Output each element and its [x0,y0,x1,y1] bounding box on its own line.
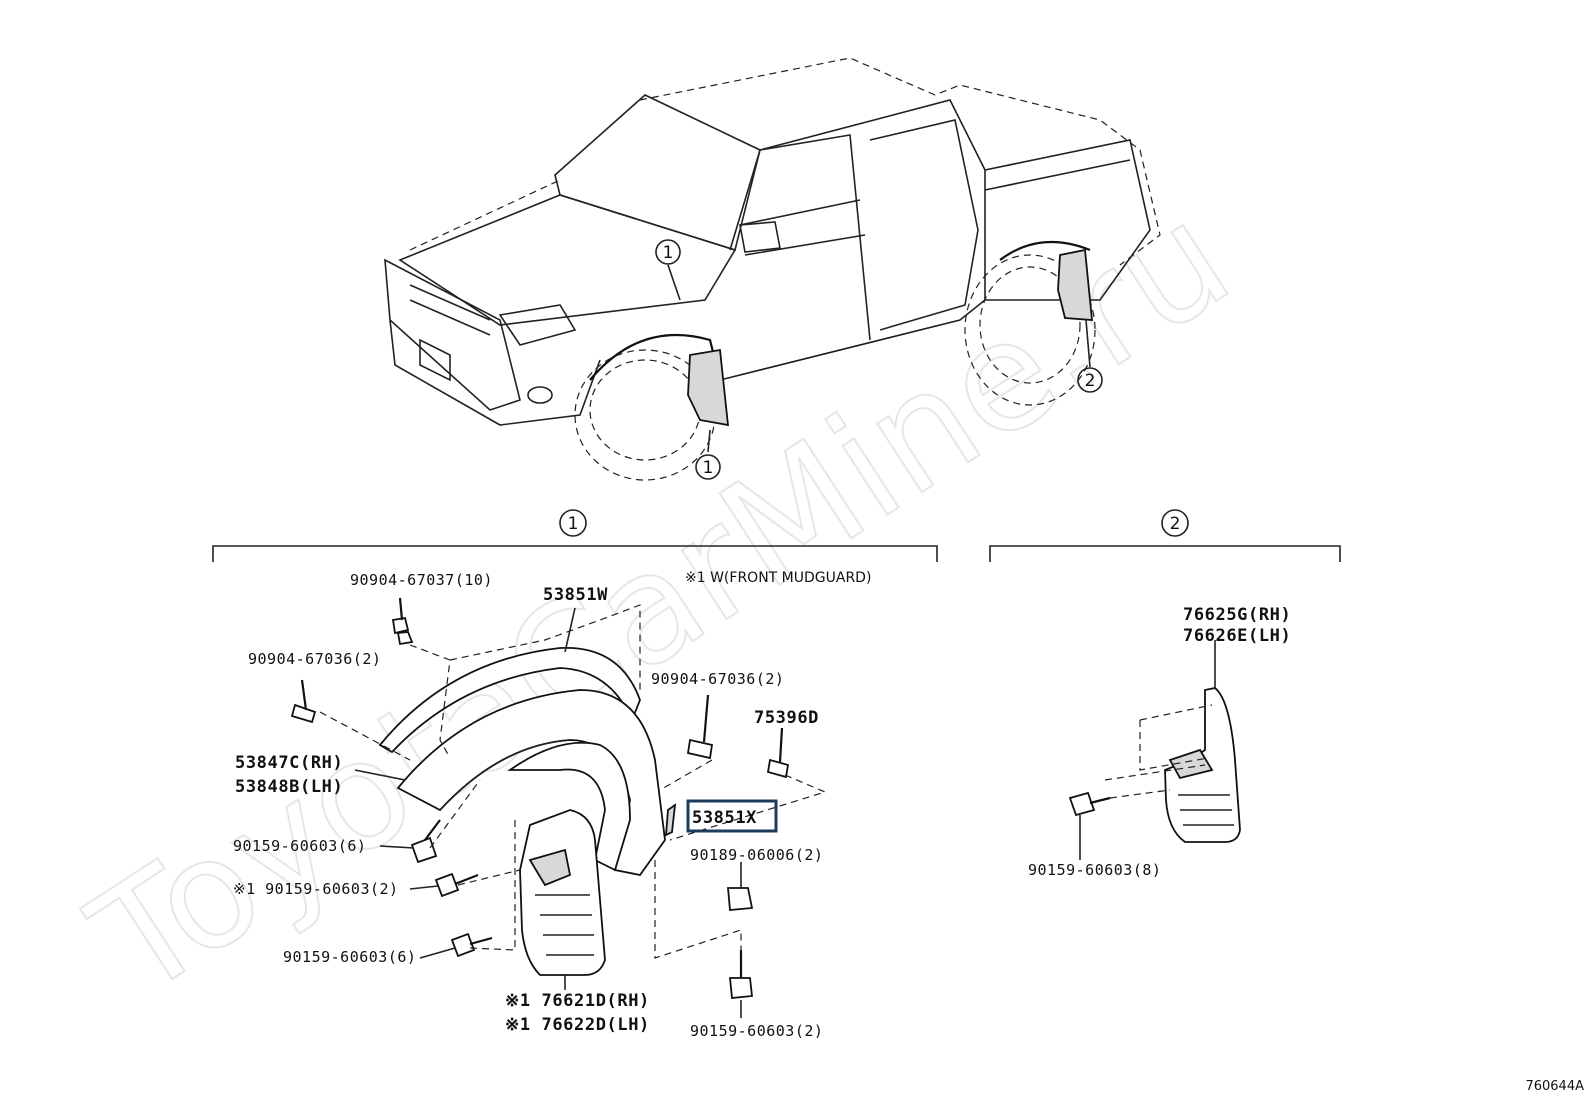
bracket-53851x [664,803,677,837]
label-76626e: 76626E(LH) [1183,626,1291,646]
label-53851x: 53851X [692,808,757,828]
label-90159-60603-d: 90159-60603(2) [690,1022,823,1040]
bolt-90159-60603-e [1068,791,1111,817]
label-53851w: 53851W [543,585,608,605]
clip-75396D [766,727,790,779]
section-2-marker [1161,509,1189,537]
label-90159-60603-c: 90159-60603(6) [283,948,416,966]
front-mudguard-note: ※1 W(FRONT MUDGUARD) [685,570,871,586]
inner-liner [507,741,631,872]
truck-callout-1b: 1 [695,454,721,480]
truck-callout-1a: 1 [655,239,681,265]
reference-code: 760644A [1525,1079,1584,1094]
section-1: 1 ※1 W(FRONT MUDGUARD) [212,509,938,1040]
section-1-bracket [212,545,938,562]
section-2-bracket [989,545,1341,562]
highlight-box-53851x [686,799,778,833]
truck-callout-2: 2 [1077,367,1103,393]
bolt-90159-60603-b [434,872,479,898]
clip-90904-67036-left [290,679,317,724]
label-53847c: 53847C(RH) [235,753,343,773]
label-90189-06006: 90189-06006(2) [690,846,823,864]
label-90904-67037: 90904-67037(10) [350,571,493,589]
label-90159-60603-e: 90159-60603(8) [1028,861,1161,879]
label-76625g: 76625G(RH) [1183,605,1291,625]
fender-flare [378,647,641,754]
section-2: 2 76625G(RH) 76626E(LH) 90159-60603(8) [989,509,1341,879]
svg-text:1: 1 [663,243,674,263]
truck-illustration [384,57,1161,481]
label-53848b: 53848B(LH) [235,777,343,797]
label-75396d: 75396D [754,708,819,728]
section-1-marker [559,509,587,537]
svg-text:1: 1 [703,458,714,478]
label-90904-67036-right: 90904-67036(2) [651,670,784,688]
bolt-90159-60603-d [729,950,753,999]
section-2-number: 2 [1170,514,1181,534]
svg-text:2: 2 [1085,371,1096,391]
clip-90904-67037 [391,597,414,646]
bolt-90159-60603-c [450,932,493,958]
label-90159-60603-b: ※1 90159-60603(2) [233,880,399,898]
label-90159-60603-a: 90159-60603(6) [233,837,366,855]
bolt-90159-60603-a [410,819,441,864]
section-1-number: 1 [568,514,579,534]
clip-90904-67036-right [686,694,714,760]
label-76622d: ※1 76622D(LH) [505,1015,650,1035]
label-90904-67036-left: 90904-67036(2) [248,650,381,668]
nut-90189-06006 [727,887,754,911]
front-mudflap [519,809,606,976]
label-76621d: ※1 76621D(RH) [505,991,650,1011]
